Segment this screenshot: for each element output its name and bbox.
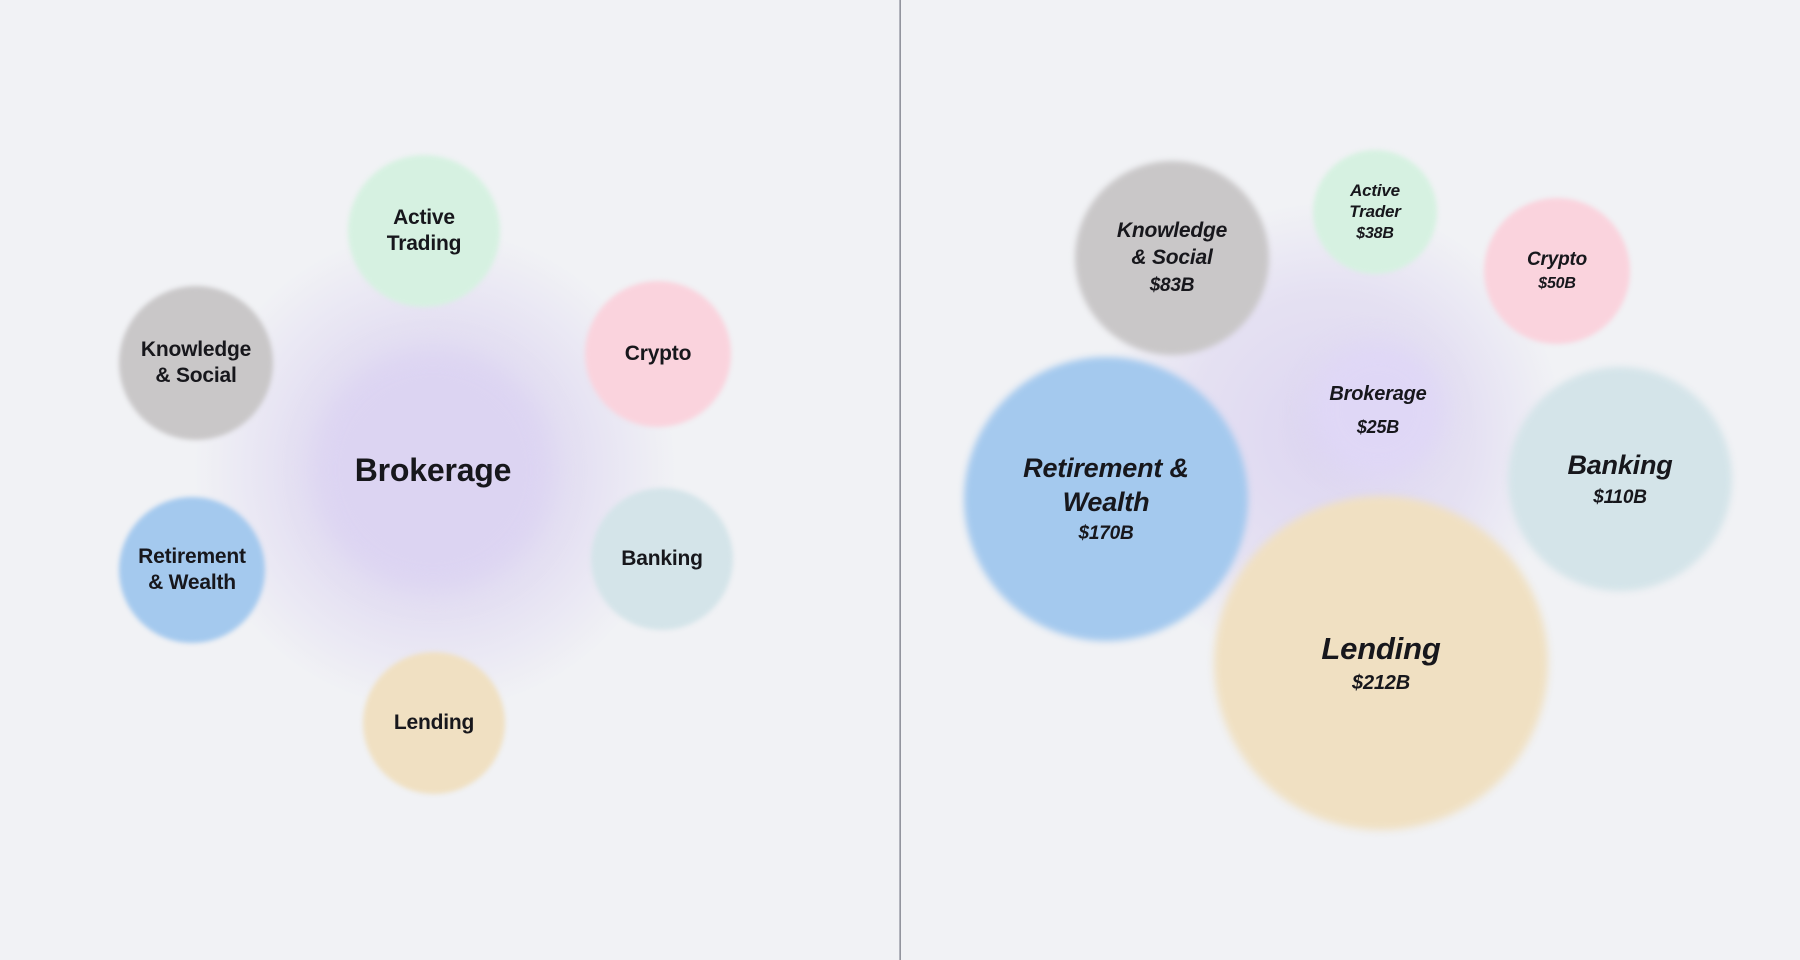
bubble-banking: [591, 488, 733, 630]
bubble-label-banking-110: Banking $110B: [1508, 367, 1732, 591]
bubble-label-crypto: Crypto: [585, 281, 731, 427]
bubble-name-line: Lending: [393, 710, 475, 734]
bubble-name-line: Knowledge: [1116, 219, 1228, 243]
bubble-name-line: Active: [1350, 180, 1400, 200]
bubble-name-line: Lending: [1321, 630, 1441, 666]
bubble-value: $38B: [1356, 225, 1394, 243]
bubble-knowledge-social: [119, 286, 273, 440]
bubble-label-crypto-50: Crypto $50B: [1484, 198, 1630, 344]
bubble-label-retirement-wealth: Retirement & Wealth: [119, 497, 265, 643]
bubble-brokerage-center: [312, 349, 554, 591]
bubble-value: $212B: [1352, 672, 1410, 695]
bubble-knowledge-social-83: [1075, 161, 1269, 355]
bubble-name-line: Retirement: [138, 544, 246, 568]
bubble-name-line: Brokerage: [354, 452, 512, 488]
bubble-name-line: & Social: [1131, 245, 1213, 269]
bubble-active-trading: [348, 155, 500, 307]
panel-divider: [899, 0, 901, 960]
bubble-label-knowledge-social-83: Knowledge& Social $83B: [1075, 161, 1269, 355]
bubble-value: $25B: [1356, 416, 1400, 437]
bubble-banking-110: [1508, 367, 1732, 591]
bubble-name-line: Banking: [621, 546, 703, 570]
bubble-crypto: [585, 281, 731, 427]
bubble-retirement-wealth: [119, 497, 265, 643]
bubble-name-line: Banking: [1567, 449, 1673, 480]
bubble-label-knowledge-social: Knowledge & Social: [119, 286, 273, 440]
bubble-retirement-wealth-170: [964, 357, 1248, 641]
bubble-name-line: Crypto: [624, 341, 692, 365]
bubble-label-retirement-wealth-170: Retirement &Wealth $170B: [964, 357, 1248, 641]
bubble-lending-212: [1214, 496, 1548, 830]
bubble-crypto-50: [1484, 198, 1630, 344]
bubble-name-line: Brokerage: [1329, 382, 1427, 405]
bubble-value: $83B: [1149, 274, 1195, 296]
bubble-value: $110B: [1593, 486, 1647, 508]
bubble-name-line: Wealth: [1062, 486, 1150, 517]
bubble-lending: [363, 652, 505, 794]
bubble-name-line: Retirement &: [1023, 452, 1189, 483]
bubble-label-brokerage-center: Brokerage: [312, 349, 554, 591]
bubble-name-line: & Wealth: [148, 571, 236, 594]
bubble-label-banking: Banking: [591, 488, 733, 630]
bubble-label-lending: Lending: [363, 652, 505, 794]
bubble-value: $50B: [1538, 275, 1576, 293]
bubble-name-line: Knowledge: [140, 337, 252, 361]
bubble-name-line: Active: [393, 205, 455, 229]
bubble-name-line: Trader: [1349, 202, 1401, 221]
bubble-active-trader-38: [1313, 150, 1437, 274]
bubble-label-lending-212: Lending $212B: [1214, 496, 1548, 830]
bubble-value: $170B: [1078, 523, 1134, 545]
bubble-label-brokerage-25: Brokerage $25B: [1310, 342, 1446, 478]
bubble-brokerage-25: [1310, 342, 1446, 478]
bubble-name-line: & Social: [155, 364, 237, 387]
bubble-name-line: Trading: [386, 232, 462, 255]
bubble-name-line: Crypto: [1526, 248, 1588, 270]
